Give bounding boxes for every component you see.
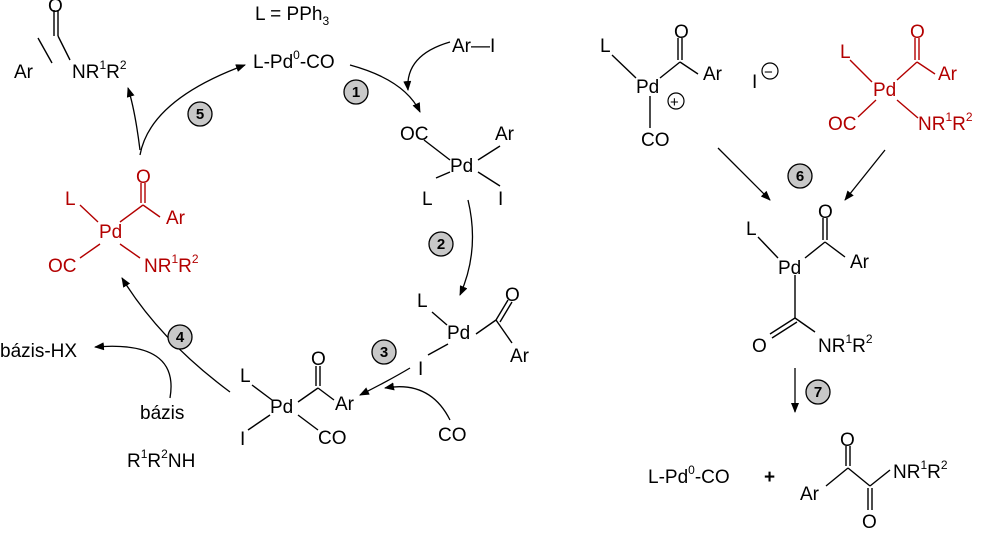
svg-text:O: O	[752, 336, 767, 357]
svg-text:L: L	[240, 366, 251, 387]
svg-text:7: 7	[814, 384, 822, 401]
svg-text:Ar: Ar	[510, 346, 530, 367]
svg-text:Pd: Pd	[636, 77, 659, 98]
svg-text:Pd: Pd	[873, 80, 896, 101]
svg-text:O: O	[818, 202, 833, 223]
svg-text:O: O	[910, 22, 925, 43]
svg-text:CO: CO	[318, 428, 347, 449]
amido-complex-red-right: L Pd O Ar OC NR1R2	[828, 22, 973, 135]
carbon-monoxide: CO	[438, 425, 467, 446]
svg-text:OC: OC	[400, 124, 429, 145]
svg-text:Ar: Ar	[800, 484, 820, 505]
step-2-badge: 2	[428, 231, 454, 257]
svg-text:Pd: Pd	[270, 397, 293, 418]
oxidative-addition-complex: OC Ar Pd L I	[400, 124, 515, 210]
svg-text:O: O	[674, 22, 689, 43]
svg-text:L: L	[417, 291, 428, 312]
ketoamide-product: Ar O O NR1R2	[800, 430, 948, 533]
svg-text:NR1R2: NR1R2	[72, 58, 127, 83]
arrow-product-out	[126, 87, 141, 151]
svg-text:Ar: Ar	[938, 64, 958, 85]
svg-text:O: O	[862, 512, 877, 533]
aryl-iodide: Ar—I	[452, 36, 495, 57]
svg-text:Ar: Ar	[495, 124, 515, 145]
anion-charge: −	[764, 64, 773, 81]
svg-text:Ar: Ar	[166, 208, 186, 229]
svg-text:O: O	[840, 430, 855, 451]
svg-text:Pd: Pd	[99, 222, 122, 243]
svg-text:4: 4	[176, 329, 185, 346]
svg-text:I: I	[498, 189, 503, 210]
svg-text:5: 5	[196, 106, 204, 123]
catalyst-pd0: L-Pd0-CO	[253, 48, 335, 73]
svg-text:L: L	[840, 42, 851, 63]
svg-text:L: L	[600, 36, 611, 57]
svg-text:O: O	[136, 167, 151, 188]
svg-text:I: I	[240, 429, 245, 450]
svg-text:O: O	[505, 285, 520, 306]
amido-complex-red: L Pd O Ar OC NR1R2	[48, 167, 199, 277]
svg-text:O: O	[311, 349, 326, 370]
svg-text:L: L	[746, 219, 757, 240]
svg-text:1: 1	[352, 84, 360, 101]
svg-text:CO: CO	[641, 130, 670, 151]
svg-text:NR1R2: NR1R2	[144, 252, 199, 277]
acyl-complex-1: L Pd O Ar I	[417, 285, 530, 380]
svg-text:NR1R2: NR1R2	[918, 110, 973, 135]
amide-aryl: Ar	[14, 62, 34, 83]
svg-text:OC: OC	[828, 114, 857, 135]
base-hx-label: bázis-HX	[0, 341, 77, 362]
cation-charge: +	[670, 94, 679, 111]
svg-text:Pd: Pd	[447, 323, 470, 344]
dicarbonyl-intermediate: L Pd O Ar O NR1R2	[746, 202, 873, 357]
step-1-badge: 1	[343, 79, 369, 105]
svg-text:L: L	[65, 189, 76, 210]
iodide-anion: I	[752, 72, 757, 93]
amide-oxygen: O	[48, 0, 63, 17]
plus-sign: +	[764, 467, 775, 488]
step-3-badge: 3	[371, 339, 397, 365]
arrow-step-3	[359, 367, 411, 396]
step-7-badge: 7	[805, 379, 831, 405]
svg-text:Ar: Ar	[335, 394, 355, 415]
svg-text:6: 6	[796, 168, 804, 185]
amide-nr: NR	[72, 62, 99, 83]
product-amide: O Ar NR1R2	[14, 0, 127, 83]
step-5-badge: 5	[187, 101, 213, 127]
arrow-step-5	[139, 64, 246, 156]
amine-label: R1R2NH	[127, 447, 195, 472]
cationic-complex: L Pd O Ar CO +	[600, 22, 723, 151]
svg-text:Ar: Ar	[850, 252, 870, 273]
svg-text:Ar: Ar	[703, 64, 723, 85]
arrow-step-2	[459, 199, 474, 296]
arrow-cation-to-intermediate	[717, 147, 771, 201]
regenerated-catalyst: L-Pd0-CO	[648, 463, 730, 488]
ligand-definition: L = PPh3	[255, 4, 329, 28]
arrow-ar-i-in	[403, 41, 451, 91]
svg-text:NR1R2: NR1R2	[893, 458, 948, 483]
svg-text:Pd: Pd	[450, 156, 473, 177]
svg-text:NR1R2: NR1R2	[818, 332, 873, 357]
step-4-badge: 4	[167, 324, 193, 350]
svg-text:Pd: Pd	[778, 258, 801, 279]
svg-text:I: I	[418, 359, 423, 380]
arrow-step-1	[349, 64, 421, 113]
acyl-complex-co: L Pd O Ar I CO	[240, 349, 355, 450]
svg-text:2: 2	[437, 236, 445, 253]
arrow-co-in	[384, 382, 451, 421]
svg-text:3: 3	[380, 344, 388, 361]
arrow-amido-to-intermediate	[844, 149, 886, 201]
step-6-badge: 6	[787, 163, 813, 189]
svg-text:L: L	[422, 189, 433, 210]
arrow-base-hx-out	[94, 342, 172, 399]
svg-text:OC: OC	[48, 256, 77, 277]
base-label: bázis	[140, 403, 184, 424]
